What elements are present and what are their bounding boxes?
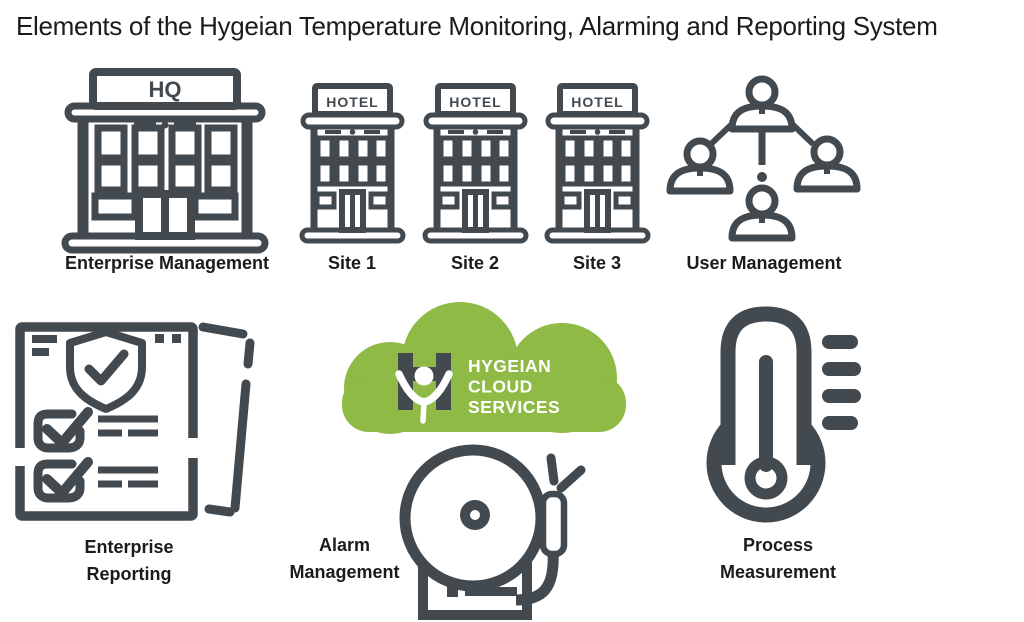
enterprise-reporting-label-line2: Reporting [86, 564, 172, 584]
enterprise-reporting-label-line1: Enterprise [84, 537, 174, 557]
site2-label: Site 2 [450, 253, 500, 273]
site1-label: Site 1 [327, 253, 377, 273]
hotel-site2-icon: HOTEL [422, 83, 529, 244]
thermometer-icon [706, 306, 861, 523]
alarm-management-label-line2: Management [289, 562, 400, 582]
cloud-text-line1: HYGEIAN [468, 356, 551, 376]
site3-label: Site 3 [572, 253, 622, 273]
user-management-icon [663, 76, 863, 246]
process-measurement-label: Process Measurement [694, 532, 862, 586]
hq-building-icon: HQ [61, 68, 269, 254]
hygeian-cloud-logo: HYGEIAN CLOUD SERVICES [342, 302, 626, 434]
hq-sign-label: HQ [149, 77, 182, 102]
hotel-site1-icon: HOTEL [299, 83, 406, 244]
hotel-site3-icon: HOTEL [544, 83, 651, 244]
process-measurement-label-line2: Measurement [719, 562, 837, 582]
hotel-sign-label: HOTEL [326, 94, 378, 110]
cloud-text-line3: SERVICES [468, 397, 560, 417]
alarm-management-label: Alarm Management [262, 532, 427, 586]
hotel-sign-label: HOTEL [449, 94, 501, 110]
enterprise-reporting-icon [12, 322, 255, 521]
process-measurement-label-line1: Process [742, 535, 814, 555]
cloud-text-line2: CLOUD [468, 377, 533, 397]
enterprise-reporting-label: Enterprise Reporting [48, 534, 210, 588]
alarm-management-label-line1: Alarm [318, 535, 371, 555]
user-management-label: User Management [686, 253, 842, 273]
hotel-sign-label: HOTEL [571, 94, 623, 110]
alarm-bell-icon [399, 444, 586, 620]
enterprise-management-label: Enterprise Management [64, 253, 270, 273]
page-title: Elements of the Hygeian Temperature Moni… [16, 11, 938, 41]
h-figure-logo [395, 353, 453, 424]
